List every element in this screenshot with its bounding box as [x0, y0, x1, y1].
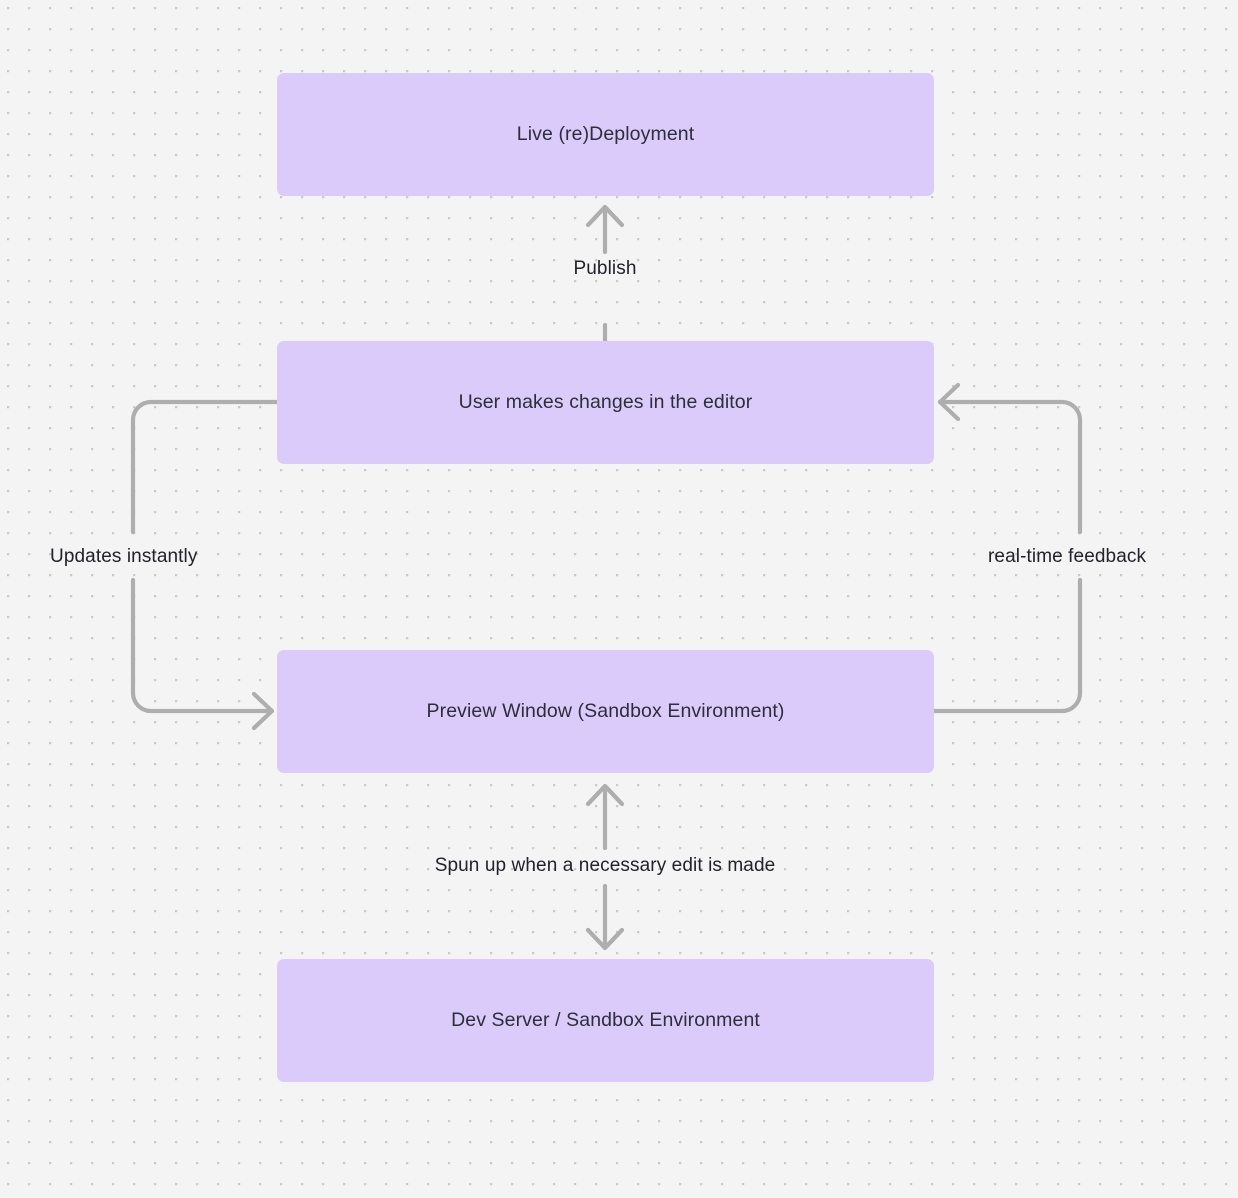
- node-dev-server[interactable]: Dev Server / Sandbox Environment: [277, 959, 934, 1082]
- edge-label-real-time-feedback: real-time feedback: [988, 546, 1147, 567]
- node-label: User makes changes in the editor: [458, 391, 753, 414]
- edge-label-updates-instantly: Updates instantly: [50, 546, 198, 567]
- arrowhead-up-publish: [585, 204, 625, 228]
- arrowhead-up-spun-up: [585, 783, 625, 807]
- node-preview-window[interactable]: Preview Window (Sandbox Environment): [277, 650, 934, 773]
- node-live-deployment[interactable]: Live (re)Deployment: [277, 73, 934, 196]
- node-user-edits[interactable]: User makes changes in the editor: [277, 341, 934, 464]
- edge-label-spun-up: Spun up when a necessary edit is made: [434, 855, 776, 876]
- arrowhead-down-spun-up: [585, 927, 625, 951]
- node-label: Dev Server / Sandbox Environment: [451, 1009, 760, 1032]
- node-label: Preview Window (Sandbox Environment): [426, 700, 785, 723]
- node-label: Live (re)Deployment: [516, 123, 695, 146]
- edge-label-publish: Publish: [573, 258, 637, 279]
- arrowhead-right-updates-instantly: [251, 691, 275, 731]
- arrowhead-left-real-time-feedback: [937, 382, 961, 422]
